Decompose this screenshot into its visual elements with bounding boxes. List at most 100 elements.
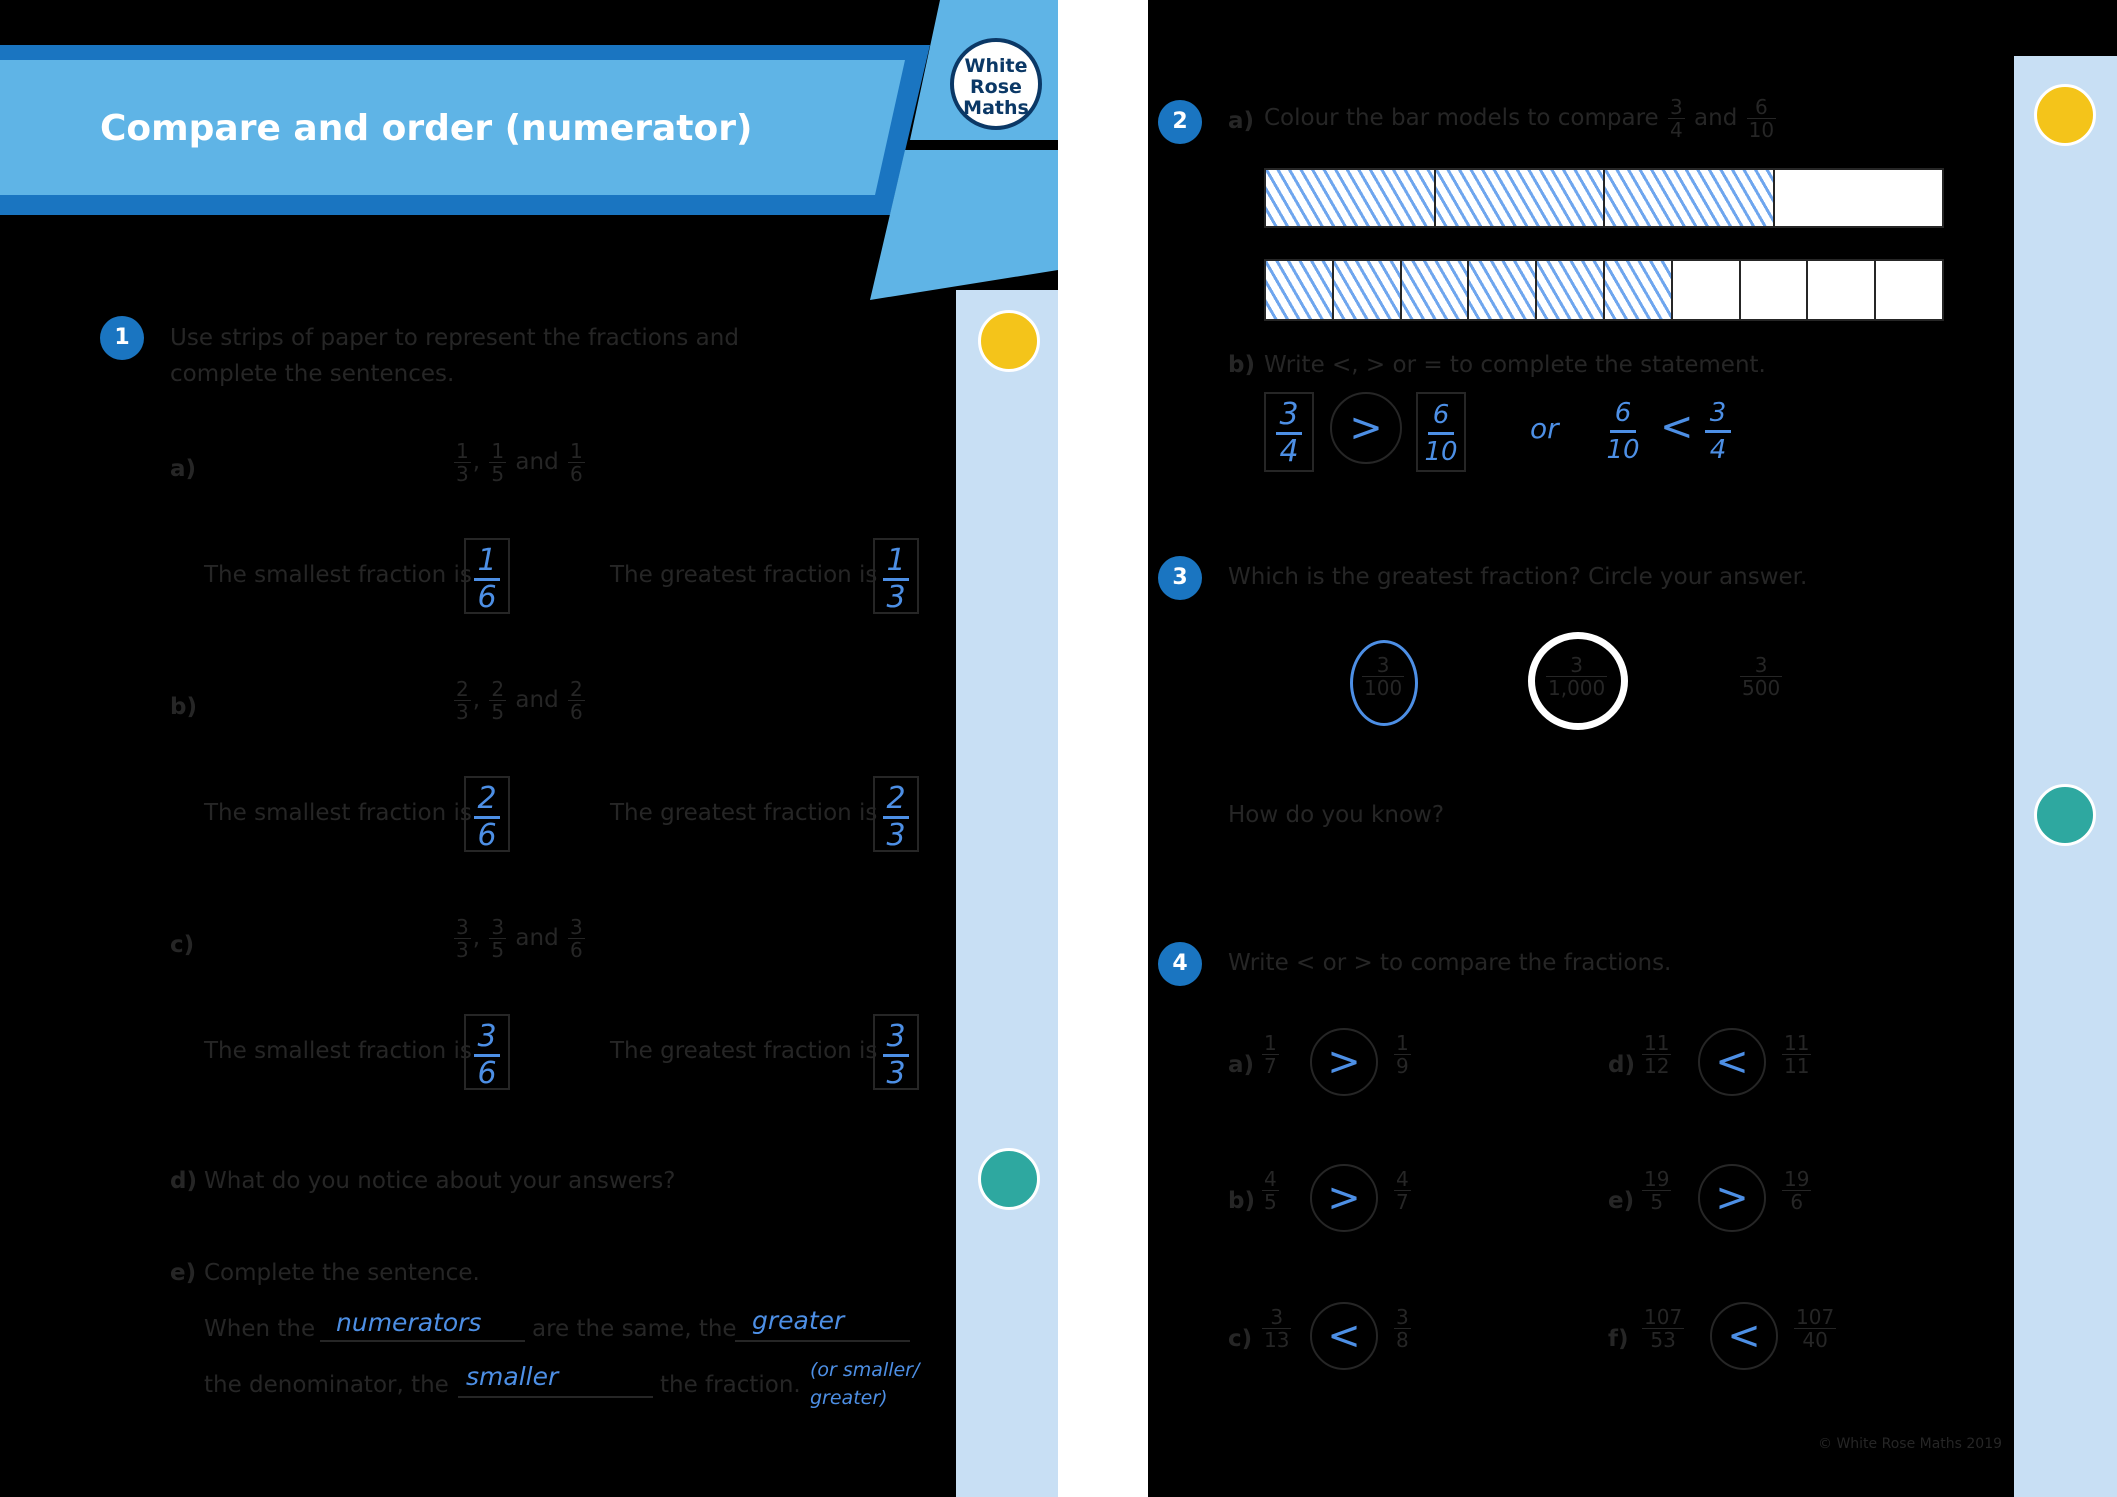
bar-cell-shaded[interactable] bbox=[1401, 261, 1470, 319]
comparison-circle[interactable]: > bbox=[1310, 1164, 1378, 1232]
bar-cell[interactable] bbox=[1808, 261, 1877, 319]
sentence-text: When the bbox=[204, 1316, 316, 1342]
bar-cell[interactable] bbox=[1876, 261, 1942, 319]
sidebar-strip bbox=[956, 290, 1058, 1497]
header-banner bbox=[0, 0, 1058, 300]
handwritten-symbol: < bbox=[1660, 404, 1694, 450]
handwritten-answer: greater bbox=[752, 1306, 845, 1335]
sentence-text: The greatest fraction is bbox=[610, 1038, 878, 1064]
sentence-text: the fraction. bbox=[660, 1372, 801, 1398]
question-text: How do you know? bbox=[1228, 802, 1445, 828]
answer-circle bbox=[1528, 632, 1628, 730]
question-text: Use strips of paper to represent the fra… bbox=[170, 325, 739, 387]
bar-cell-shaded[interactable] bbox=[1266, 170, 1436, 226]
bar-model-tenths[interactable] bbox=[1264, 259, 1944, 321]
bar-cell[interactable] bbox=[1673, 261, 1741, 319]
handwritten-note: (or smaller/ greater) bbox=[810, 1359, 920, 1409]
bar-cell-shaded[interactable] bbox=[1605, 170, 1775, 226]
comparison-circle[interactable]: < bbox=[1698, 1028, 1766, 1096]
part-label: c) bbox=[1228, 1326, 1253, 1352]
bar-cell-shaded[interactable] bbox=[1604, 261, 1673, 319]
part-label: b) bbox=[1228, 352, 1255, 378]
part-label: e) bbox=[1608, 1188, 1635, 1214]
bar-cell[interactable] bbox=[1775, 170, 1943, 226]
bar-cell[interactable] bbox=[1741, 261, 1809, 319]
comparison-circle[interactable]: > bbox=[1310, 1028, 1378, 1096]
part-label: e) bbox=[170, 1260, 197, 1286]
sentence-text: are the same, the bbox=[532, 1316, 737, 1342]
comparison-circle[interactable]: < bbox=[1710, 1302, 1778, 1370]
question-number: 3 bbox=[1158, 556, 1202, 600]
part-label: b) bbox=[170, 694, 197, 720]
handwritten-circle bbox=[1350, 640, 1418, 726]
answer-line[interactable] bbox=[458, 1396, 653, 1398]
sentence-text: The smallest fraction is bbox=[204, 800, 472, 826]
bar-cell-shaded[interactable] bbox=[1435, 170, 1605, 226]
answer-line[interactable] bbox=[735, 1340, 910, 1342]
question-text: Complete the sentence. bbox=[204, 1260, 480, 1286]
bar-cell-shaded[interactable] bbox=[1266, 261, 1334, 319]
question-number: 4 bbox=[1158, 942, 1202, 986]
page-gap bbox=[1058, 0, 1148, 1497]
sidebar-strip bbox=[2014, 56, 2117, 1497]
bar-cell-shaded[interactable] bbox=[1469, 261, 1538, 319]
pencil-icon bbox=[2034, 84, 2096, 146]
sentence-text: The greatest fraction is bbox=[610, 800, 878, 826]
sentence-text: The greatest fraction is bbox=[610, 562, 878, 588]
bar-model-quarters[interactable] bbox=[1264, 168, 1944, 228]
page-title: Compare and order (numerator) bbox=[100, 108, 753, 149]
answer-line[interactable] bbox=[320, 1340, 525, 1342]
comparison-circle[interactable]: > bbox=[1698, 1164, 1766, 1232]
speech-bubble-icon bbox=[978, 1148, 1040, 1210]
question-text: Write <, > or = to complete the statemen… bbox=[1264, 352, 1766, 378]
bar-cell-shaded[interactable] bbox=[1537, 261, 1605, 319]
sentence-text: the denominator, the bbox=[204, 1372, 449, 1398]
speech-bubble-icon bbox=[2034, 784, 2096, 846]
bar-cell-shaded[interactable] bbox=[1333, 261, 1402, 319]
part-label: a) bbox=[1228, 108, 1255, 134]
copyright: © White Rose Maths 2019 bbox=[1818, 1436, 2003, 1452]
comparison-circle[interactable]: < bbox=[1310, 1302, 1378, 1370]
part-label: a) bbox=[1228, 1052, 1255, 1078]
comparison-circle[interactable]: > bbox=[1330, 392, 1402, 464]
part-label: d) bbox=[1608, 1052, 1635, 1078]
part-label: a) bbox=[170, 456, 197, 482]
question-number: 1 bbox=[100, 316, 144, 360]
